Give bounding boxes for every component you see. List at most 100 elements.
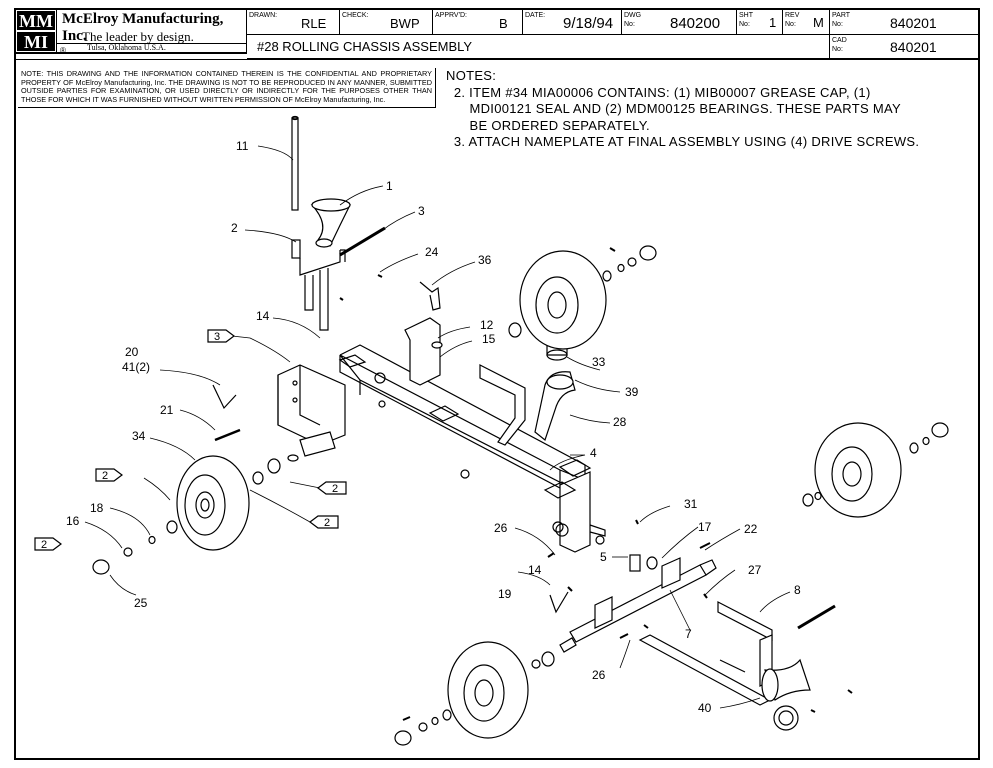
title-bottom-rule — [16, 59, 980, 60]
drawing-sheet: MM MI McElroy Manufacturing, Inc. The le… — [14, 8, 980, 760]
check-cell: CHECK: BWP — [340, 10, 433, 35]
bracket-12 — [404, 317, 441, 386]
sht-cell: SHT No: 1 — [737, 10, 783, 35]
rear-axle — [287, 431, 336, 462]
company-block: McElroy Manufacturing, Inc. The leader b… — [57, 10, 247, 53]
right-end-bracket — [555, 471, 606, 553]
rev-cell: REV No: M — [783, 10, 830, 35]
callout-26b: 26 — [592, 668, 606, 682]
note-line: BE ORDERED SEPARATELY. — [446, 117, 650, 133]
pin-3 — [339, 226, 386, 257]
apprvd-value: B — [499, 16, 508, 31]
callout-27: 27 — [748, 563, 762, 577]
callout-40: 40 — [698, 701, 712, 715]
notes-block: NOTES: 2. ITEM #34 MIA00006 CONTAINS: (1… — [446, 68, 919, 151]
logo-bottom-rule — [16, 53, 247, 54]
sht-value: 1 — [769, 15, 777, 30]
registered-mark: ® — [60, 46, 66, 55]
dwg-cell: DWG No: 840200 — [622, 10, 737, 35]
callout-16: 16 — [66, 514, 80, 528]
callout-25: 25 — [134, 596, 148, 610]
company-address: Tulsa, Oklahoma U.S.A. — [87, 43, 166, 52]
bolt-21 — [214, 428, 241, 442]
callout-41: 41(2) — [122, 360, 150, 374]
callout-34: 34 — [132, 429, 146, 443]
callout-22: 22 — [744, 522, 758, 536]
callout-14b: 14 — [528, 563, 542, 577]
end-bracket — [277, 364, 346, 446]
part-value: 840201 — [890, 15, 937, 31]
tongue-8 — [638, 601, 799, 731]
roller-40 — [761, 658, 811, 702]
callout-17: 17 — [698, 520, 712, 534]
date-cell: DATE: 9/18/94 — [523, 10, 622, 35]
callout-3: 3 — [418, 204, 425, 218]
callout-4: 4 — [590, 446, 597, 460]
note-line: MDI00121 SEAL AND (2) MDM00125 BEARINGS.… — [446, 101, 901, 116]
callout-28: 28 — [613, 415, 627, 429]
gooseneck-end — [546, 374, 574, 390]
rev-value: M — [813, 15, 824, 30]
item-5 — [629, 554, 641, 572]
callout-7: 7 — [685, 627, 692, 641]
callout-8: 8 — [794, 583, 801, 597]
callout-11: 11 — [236, 139, 249, 153]
callout-39: 39 — [625, 385, 639, 399]
note-line: 3. ATTACH NAMEPLATE AT FINAL ASSEMBLY US… — [446, 134, 920, 149]
callout-2: 2 — [231, 221, 238, 235]
callout-19: 19 — [498, 587, 512, 601]
callout-31: 31 — [684, 497, 698, 511]
callout-labels: 11 1 3 2 24 36 14 12 15 20 41(2) 21 34 1… — [41, 139, 801, 715]
part-cell: PART No: 840201 — [830, 10, 980, 35]
wheel-right — [814, 422, 902, 518]
flag-2c: 2 — [324, 517, 330, 529]
check-value: BWP — [390, 16, 420, 31]
notes-heading: NOTES: — [446, 68, 497, 83]
title-cell: #28 ROLLING CHASSIS ASSEMBLY — [247, 35, 830, 59]
flag-2a: 2 — [102, 470, 108, 482]
leader-lines — [84, 145, 791, 709]
callout-1: 1 — [386, 179, 393, 193]
callout-36: 36 — [478, 253, 492, 267]
flag-3: 3 — [214, 331, 220, 343]
item-36 — [419, 281, 441, 311]
drawn-cell: DRAWN: RLE — [247, 10, 340, 35]
wheel-right-top — [519, 250, 607, 350]
note-line: 2. ITEM #34 MIA00006 CONTAINS: (1) MIB00… — [446, 84, 871, 100]
pole-11 — [291, 115, 299, 211]
small-pins — [339, 247, 853, 721]
support-arm — [479, 364, 526, 446]
mm-logo-mark: MM MI — [17, 11, 55, 52]
flag-2b: 2 — [332, 483, 338, 495]
company-name: McElroy Manufacturing, Inc. — [62, 11, 224, 44]
bar-8 — [797, 604, 836, 630]
callout-21: 21 — [160, 403, 174, 417]
callout-26a: 26 — [494, 521, 508, 535]
flag-2d: 2 — [41, 539, 47, 551]
roller-1 — [310, 198, 351, 248]
fork-2 — [291, 239, 346, 331]
apprvd-cell: APPRV'D: B — [433, 10, 523, 35]
logo-top-text: MM — [19, 11, 53, 31]
callout-5: 5 — [600, 550, 607, 564]
callout-14a: 14 — [256, 309, 270, 323]
cad-cell: CAD No: 840201 — [830, 35, 980, 59]
confidentiality-notice: NOTE: THIS DRAWING AND THE INFORMATION C… — [18, 68, 436, 108]
callout-24: 24 — [425, 245, 439, 259]
wheel-bottom — [447, 641, 529, 739]
cad-value: 840201 — [890, 39, 937, 55]
callout-15: 15 — [482, 332, 496, 346]
callout-33: 33 — [592, 355, 606, 369]
flag-tags — [34, 329, 347, 551]
clip-20 — [212, 384, 237, 410]
wheel-left — [176, 455, 250, 551]
saddle-plates — [338, 354, 592, 499]
company-slogan: The leader by design. — [82, 29, 194, 44]
callout-20: 20 — [125, 345, 139, 359]
company-divider — [57, 43, 247, 44]
dwg-value: 840200 — [670, 15, 721, 32]
clip-19 — [549, 591, 569, 614]
hardware — [92, 245, 949, 746]
company-logo: MM MI — [16, 10, 57, 53]
